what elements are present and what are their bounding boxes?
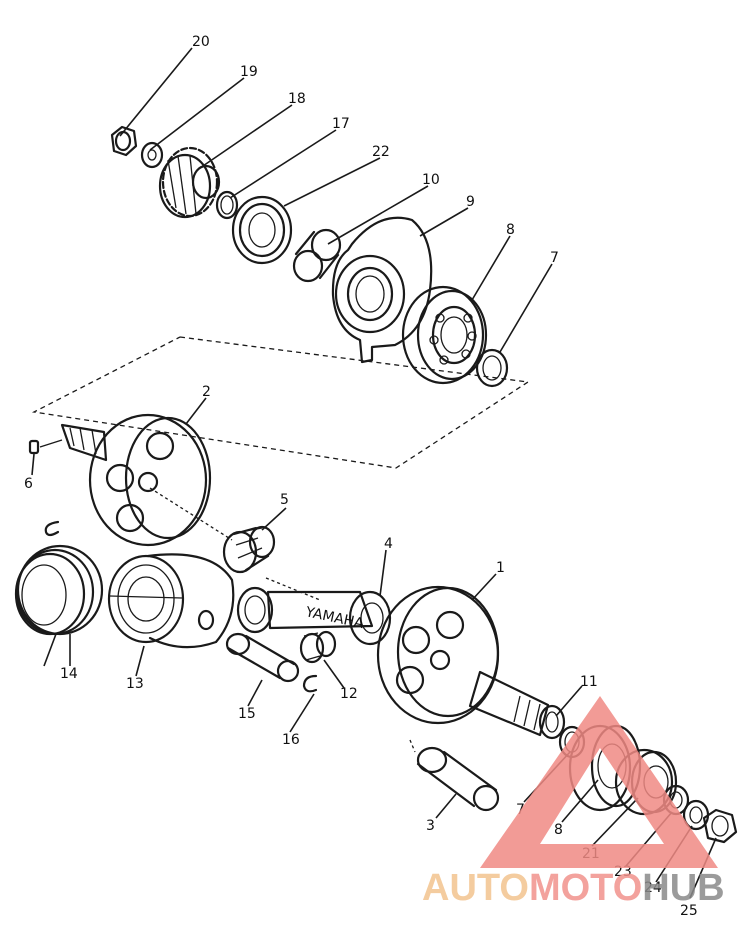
part-clip-upper xyxy=(44,520,60,537)
part-crank-left-2 xyxy=(39,413,212,547)
part-piston-13 xyxy=(107,553,235,649)
part-washer-19 xyxy=(140,141,164,169)
label-8b: 8 xyxy=(554,822,563,838)
label-7b: 7 xyxy=(516,802,525,818)
part-connecting-rod-4: YAMAHA xyxy=(236,586,392,646)
watermark-logo: AUTOMOTOHUB xyxy=(422,696,725,909)
label-9: 9 xyxy=(466,194,475,210)
assembly-frame xyxy=(31,336,530,469)
label-22: 22 xyxy=(372,144,390,160)
watermark-triangle xyxy=(480,696,718,868)
label-14: 14 xyxy=(60,666,78,682)
watermark-moto: MOTO xyxy=(529,867,642,909)
label-2: 2 xyxy=(202,384,211,400)
label-7a: 7 xyxy=(550,250,559,266)
label-8a: 8 xyxy=(506,222,515,238)
part-needle-bearing-5 xyxy=(222,525,276,574)
label-25: 25 xyxy=(680,903,698,919)
part-bearing-8 xyxy=(401,285,488,385)
label-16: 16 xyxy=(282,732,300,748)
label-13: 13 xyxy=(126,676,144,692)
label-10: 10 xyxy=(422,172,440,188)
label-20: 20 xyxy=(192,34,210,50)
label-24: 24 xyxy=(644,880,662,896)
label-3: 3 xyxy=(426,818,435,834)
watermark-auto: AUTO xyxy=(422,867,529,909)
label-15: 15 xyxy=(238,706,256,722)
watermark-text: AUTOMOTOHUB xyxy=(422,867,725,909)
label-12: 12 xyxy=(340,686,358,702)
part-pin-6 xyxy=(28,439,40,455)
part-crank-pin-3 xyxy=(416,746,500,812)
part-nut-25 xyxy=(702,808,738,844)
label-11: 11 xyxy=(580,674,598,690)
label-1: 1 xyxy=(496,560,505,576)
part-oil-seal-22 xyxy=(231,195,293,265)
part-piston-rings-14 xyxy=(14,544,104,636)
part-plate-9 xyxy=(331,216,433,364)
label-5: 5 xyxy=(280,492,289,508)
leader-lines xyxy=(31,47,717,899)
part-piston-pin-15 xyxy=(225,632,300,683)
watermark-hub: HUB xyxy=(642,867,724,909)
part-crank-right-1 xyxy=(376,585,550,737)
label-4: 4 xyxy=(384,536,393,552)
label-6: 6 xyxy=(24,476,33,492)
part-number-labels: 20 19 18 17 22 10 9 8 7 2 6 5 4 1 14 13 … xyxy=(24,34,698,919)
part-collar-10 xyxy=(292,228,342,283)
part-shim-7a xyxy=(475,348,509,388)
label-17: 17 xyxy=(332,116,350,132)
part-needle-bearing-12 xyxy=(299,630,337,664)
label-19: 19 xyxy=(240,64,258,80)
part-clip-16 xyxy=(302,674,318,693)
label-18: 18 xyxy=(288,91,306,107)
part-circlip-17 xyxy=(215,190,239,220)
part-oil-seal-11 xyxy=(538,704,566,740)
part-gear-18 xyxy=(158,146,221,219)
